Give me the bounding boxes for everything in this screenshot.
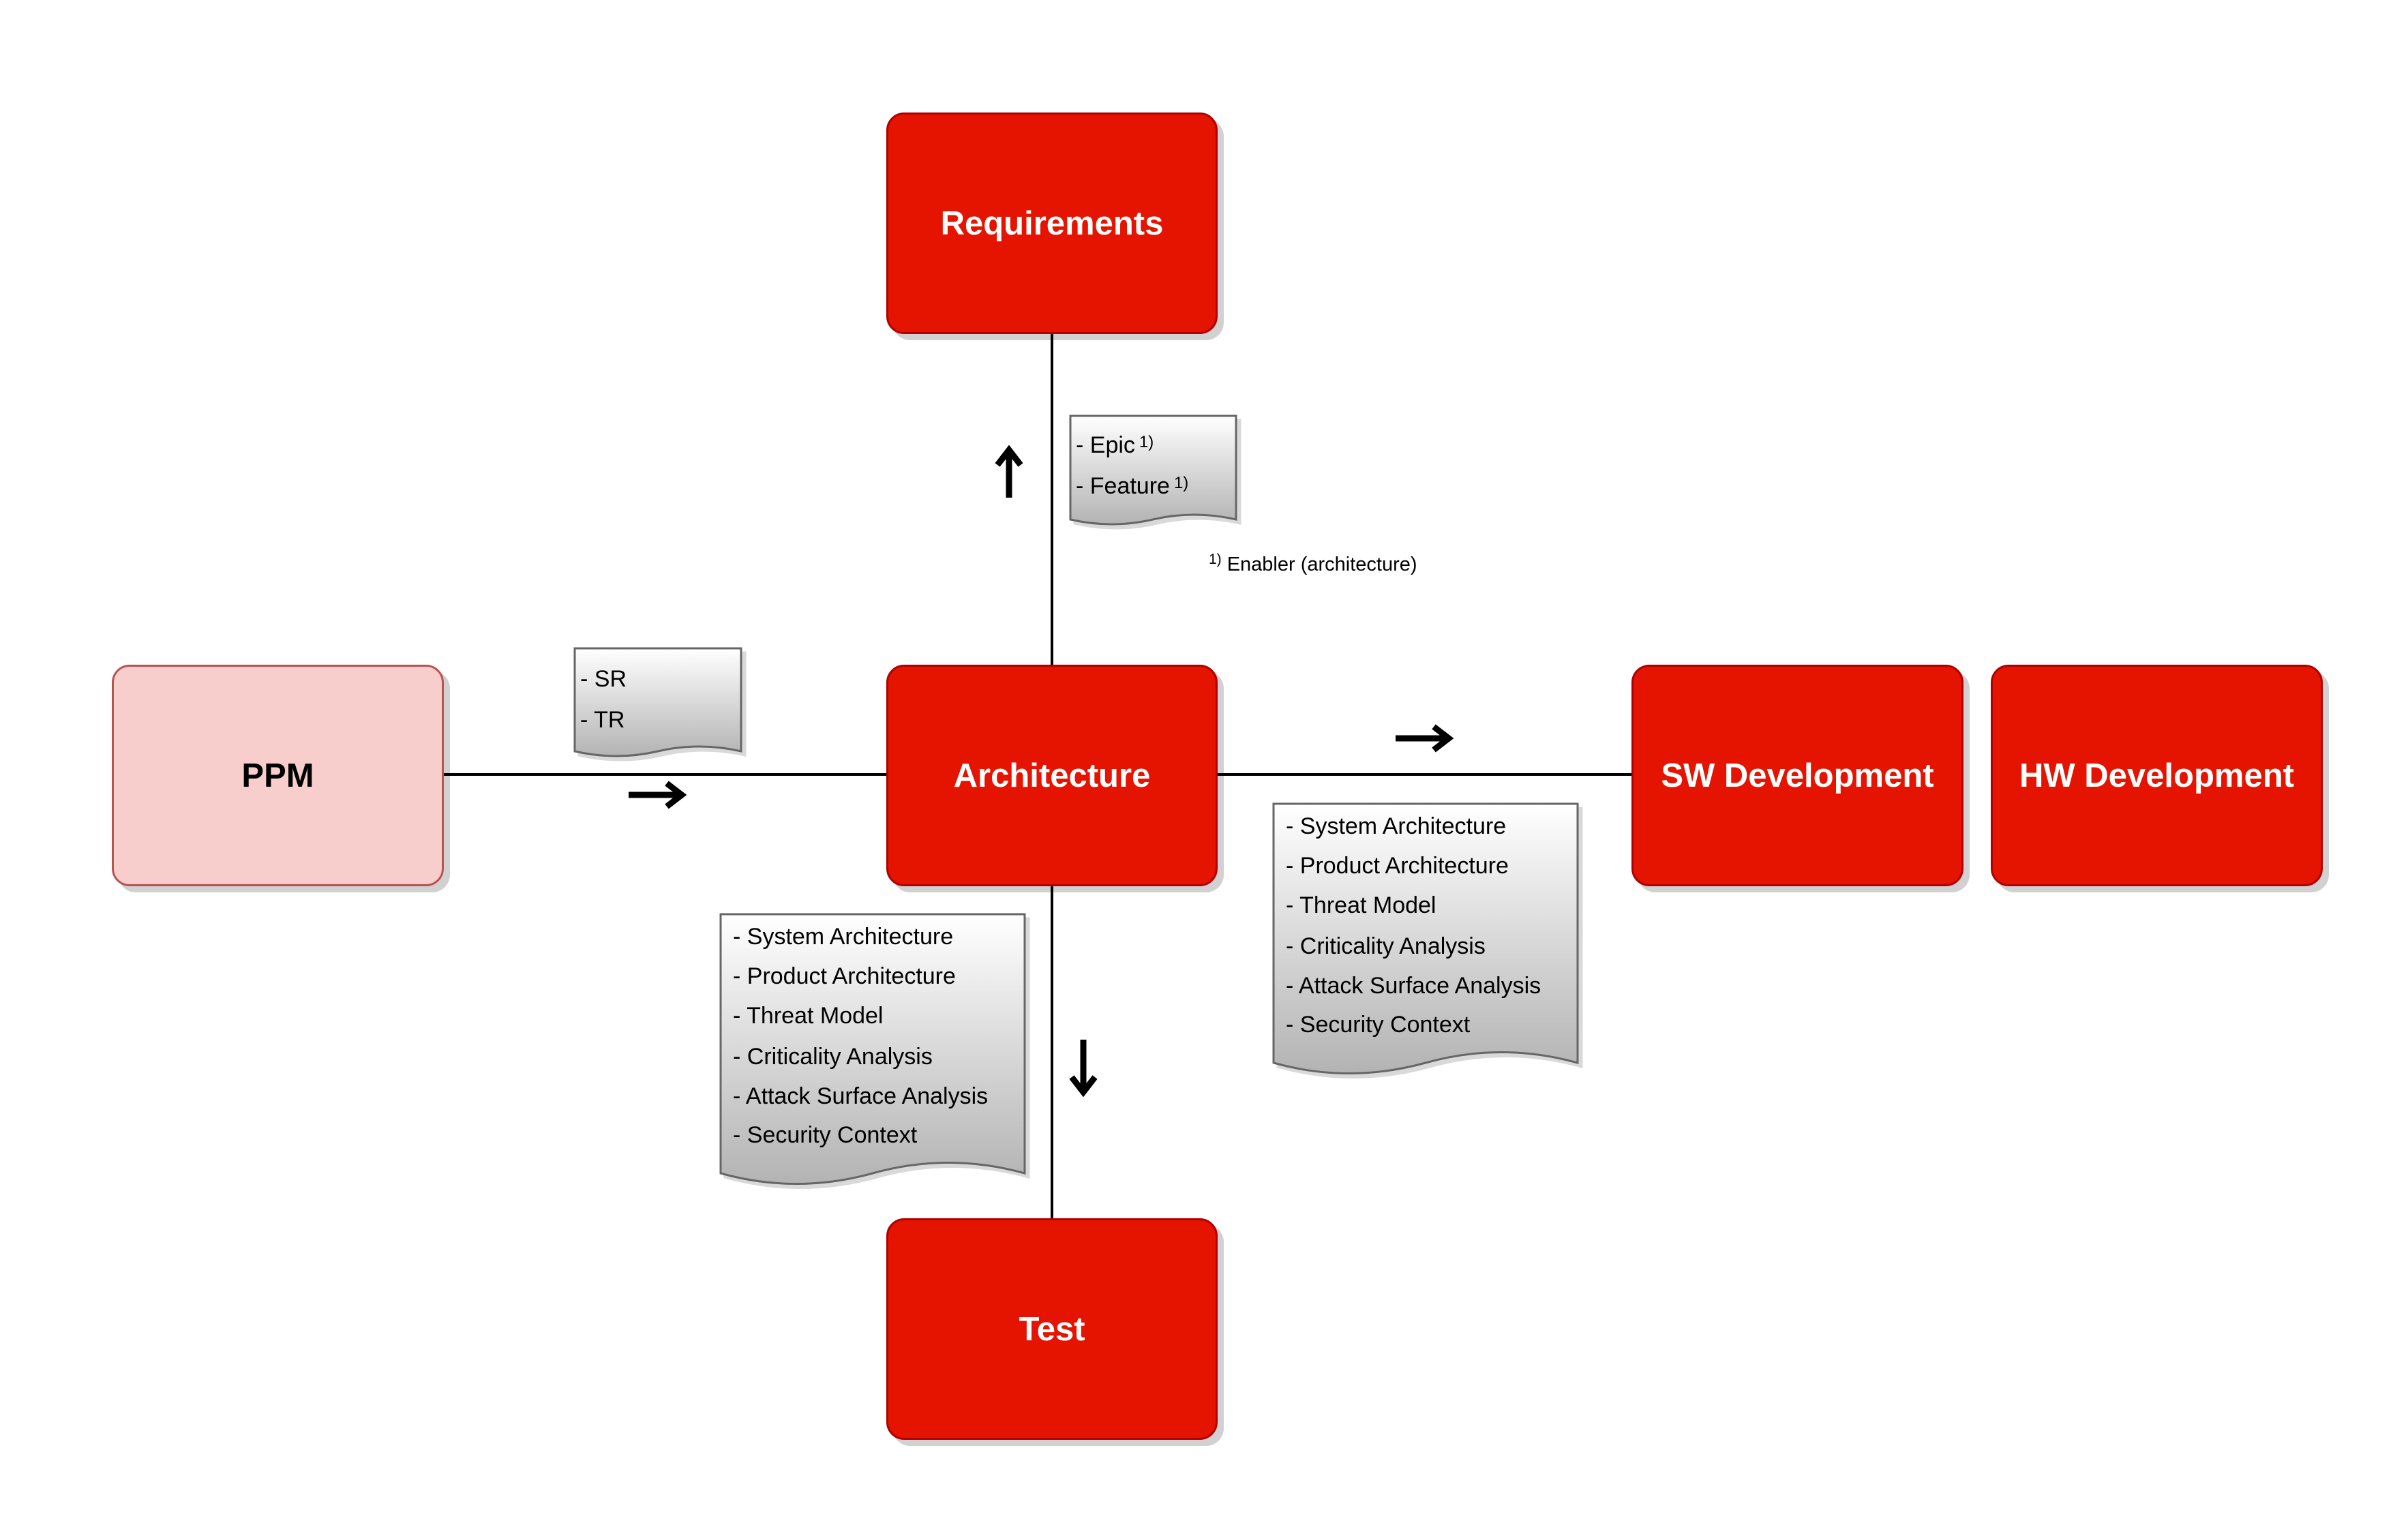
sw-note-shape xyxy=(1272,802,1579,1074)
arrow-right-icon xyxy=(1396,724,1454,753)
note-line: - Attack Surface Analysis xyxy=(733,1083,989,1109)
arrow-right-icon xyxy=(629,781,687,809)
ppm-box[interactable]: PPM xyxy=(112,665,444,886)
note-line: - Product Architecture xyxy=(1286,853,1509,879)
note-line: - Criticality Analysis xyxy=(1286,933,1486,959)
architecture-label: Architecture xyxy=(953,757,1151,794)
requirements-box[interactable]: Requirements xyxy=(886,112,1218,334)
note-line: - Attack Surface Analysis xyxy=(1286,973,1541,999)
footnote-marker: 1) xyxy=(1209,552,1222,567)
note-line: - Criticality Analysis xyxy=(733,1044,933,1070)
arrow-down-icon xyxy=(1069,1040,1098,1098)
requirements-label: Requirements xyxy=(940,205,1164,242)
hw-development-label: HW Development xyxy=(2019,757,2294,794)
test-label: Test xyxy=(1019,1310,1085,1348)
ppm-note-shape xyxy=(573,647,742,757)
sw-development-label: SW Development xyxy=(1661,757,1934,794)
footnote: 1) Enabler (architecture) xyxy=(1209,552,1417,576)
test-box[interactable]: Test xyxy=(886,1218,1218,1440)
note-line: - Product Architecture xyxy=(733,963,956,989)
requirements-note-shape xyxy=(1069,414,1237,526)
note-line: - TR xyxy=(580,707,625,733)
note-line: - System Architecture xyxy=(733,924,954,950)
note-line: - Threat Model xyxy=(1286,892,1436,918)
ppm-label: PPM xyxy=(241,757,314,794)
note-line: - SR xyxy=(580,666,627,692)
hw-development-box[interactable]: HW Development xyxy=(1991,665,2323,886)
footnote-text: Enabler (architecture) xyxy=(1226,554,1417,575)
architecture-box[interactable]: Architecture xyxy=(886,665,1218,886)
note-line: - Security Context xyxy=(1286,1012,1471,1038)
note-line: - Threat Model xyxy=(733,1003,884,1029)
arrow-up-icon xyxy=(995,444,1023,498)
test-note-shape xyxy=(719,913,1026,1185)
note-line: - Security Context xyxy=(733,1122,918,1148)
note-line: - System Architecture xyxy=(1286,813,1507,839)
sw-development-box[interactable]: SW Development xyxy=(1631,665,1963,886)
